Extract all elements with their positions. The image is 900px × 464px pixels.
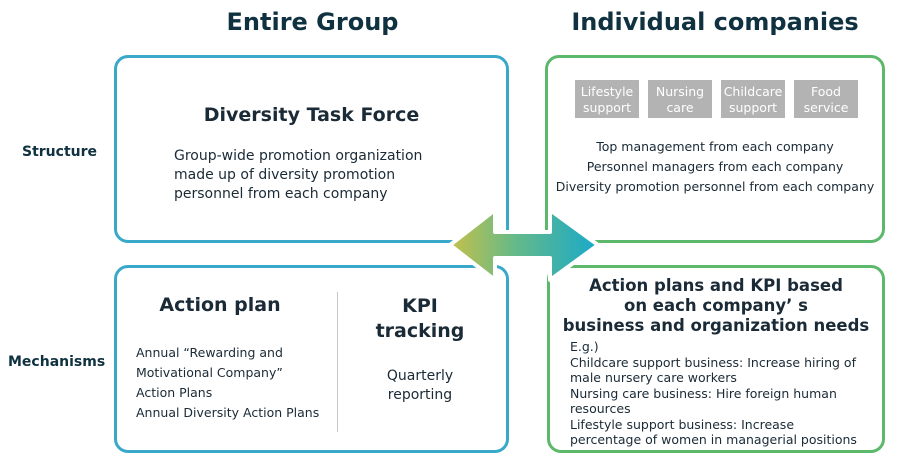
chip-line: Nursing (655, 84, 705, 99)
example-line: Nursing care business: Hire foreign huma… (570, 385, 837, 401)
group-mechanisms-panel (114, 265, 509, 453)
panel-divider (337, 292, 338, 432)
chip-line: service (803, 100, 849, 115)
group-structure-description: Group-wide promotion organization made u… (174, 147, 494, 204)
mechanisms-title-line: Action plans and KPI based (589, 276, 843, 295)
description-line: Group-wide promotion organization (174, 148, 423, 164)
example-line: Lifestyle support business: Increase (570, 416, 795, 432)
chip-line: Childcare (723, 84, 783, 99)
group-structure-panel (114, 55, 509, 243)
mechanisms-title-line: business and organization needs (562, 316, 870, 335)
action-plan-line: Annual Diversity Action Plans (136, 405, 320, 420)
kpi-title-line: KPI (402, 295, 438, 317)
company-structure-lines: Top management from each company Personn… (545, 137, 885, 197)
example-line: resources (570, 401, 631, 416)
action-plan-line: Annual “Rewarding and (136, 345, 283, 360)
kpi-tracking-title: KPI tracking (345, 294, 495, 344)
description-line: personnel from each company (174, 186, 388, 202)
chip-line: care (666, 100, 694, 115)
company-mechanisms-panel (547, 265, 885, 453)
structure-line: Diversity promotion personnel from each … (555, 179, 875, 194)
example-line: E.g.) (570, 339, 599, 354)
mechanisms-title-line: on each company’ s (623, 296, 808, 315)
action-plan-title: Action plan (159, 294, 281, 316)
structure-line: Personnel managers from each company (586, 159, 844, 174)
row-label-mechanisms: Mechanisms (8, 354, 106, 370)
example-line: percentage of women in managerial positi… (570, 432, 857, 447)
company-mechanisms-examples: E.g.) Childcare support business: Increa… (570, 339, 880, 448)
double-arrow-icon (448, 208, 600, 282)
kpi-title-line: tracking (375, 320, 465, 342)
example-line: male nursery care workers (570, 370, 737, 385)
action-plan-line: Motivational Company” (136, 365, 283, 380)
chip-line: support (582, 100, 631, 115)
chip-line: support (729, 100, 777, 115)
company-mechanisms-title: Action plans and KPI based on each compa… (547, 276, 885, 336)
row-label-structure: Structure (22, 144, 98, 160)
chip-line: Lifestyle (580, 84, 634, 99)
example-line: Childcare support business: Increase hir… (570, 354, 856, 370)
column-title-entire-group: Entire Group (226, 8, 399, 36)
diversity-task-force-title: Diversity Task Force (203, 104, 420, 126)
action-plan-items: Annual “Rewarding and Motivational Compa… (136, 343, 336, 423)
structure-line: Top management from each company (596, 139, 834, 154)
action-plan-line: Action Plans (136, 385, 213, 400)
description-line: made up of diversity promotion (174, 167, 396, 183)
column-title-individual-companies: Individual companies (571, 8, 859, 36)
kpi-text-line: reporting (387, 387, 453, 403)
kpi-tracking-text: Quarterly reporting (345, 367, 495, 405)
kpi-text-line: Quarterly (386, 368, 454, 384)
chip-line: Food (811, 84, 841, 99)
